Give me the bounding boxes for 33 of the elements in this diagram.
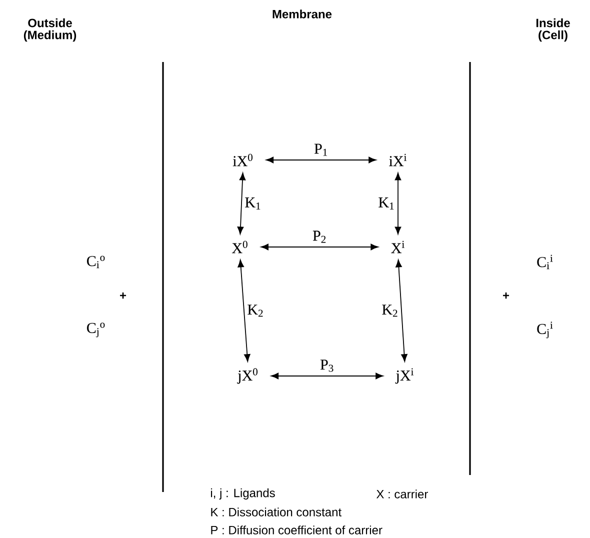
legend-note: i, j : Ligands xyxy=(211,488,275,500)
rate-label: K$_{2}$ xyxy=(248,304,263,317)
rate-label: K$_{1}$ xyxy=(245,197,260,210)
rate-label: K$_{2}$ xyxy=(382,304,398,317)
double-arrow xyxy=(396,260,408,362)
rate-label: P$_{1}$ xyxy=(314,144,327,156)
region-heading: Membrane xyxy=(272,10,332,18)
species-label: iX$^{i}$ xyxy=(389,154,406,166)
plus-sign: + xyxy=(503,292,510,299)
legend-note: P : Diffusion coefficient of carrier xyxy=(211,526,382,534)
legend-note: K : Dissociation constant xyxy=(211,508,342,516)
double-arrow xyxy=(270,372,384,380)
concentration-label: C$_{i}$i xyxy=(537,254,553,270)
region-heading: Outside (Medium) xyxy=(24,18,76,42)
legend-note: X : carrier xyxy=(376,490,428,498)
rate-label: K$_{1}$ xyxy=(378,197,394,210)
double-arrow xyxy=(237,172,246,234)
double-arrow xyxy=(394,172,402,234)
double-arrow xyxy=(238,260,250,362)
rate-label: P$_{2}$ xyxy=(312,230,326,243)
species-label: X$^{i}$ xyxy=(391,240,404,254)
plus-sign: + xyxy=(120,292,126,299)
concentration-label: C$_{j}$o xyxy=(86,322,105,338)
region-heading: Inside (Cell) xyxy=(536,18,570,42)
concentration-label: C$_{j}$i xyxy=(537,322,553,338)
species-label: iX$^{0}$ xyxy=(232,154,252,166)
rate-label: P$_{3}$ xyxy=(320,360,334,372)
double-arrow xyxy=(266,156,376,164)
double-arrow xyxy=(260,244,378,250)
concentration-label: C$_{i}$o xyxy=(86,256,105,268)
species-label: X$^{0}$ xyxy=(232,240,248,254)
species-label: jX$^{0}$ xyxy=(237,368,258,384)
species-label: jX$^{i}$ xyxy=(395,368,414,384)
